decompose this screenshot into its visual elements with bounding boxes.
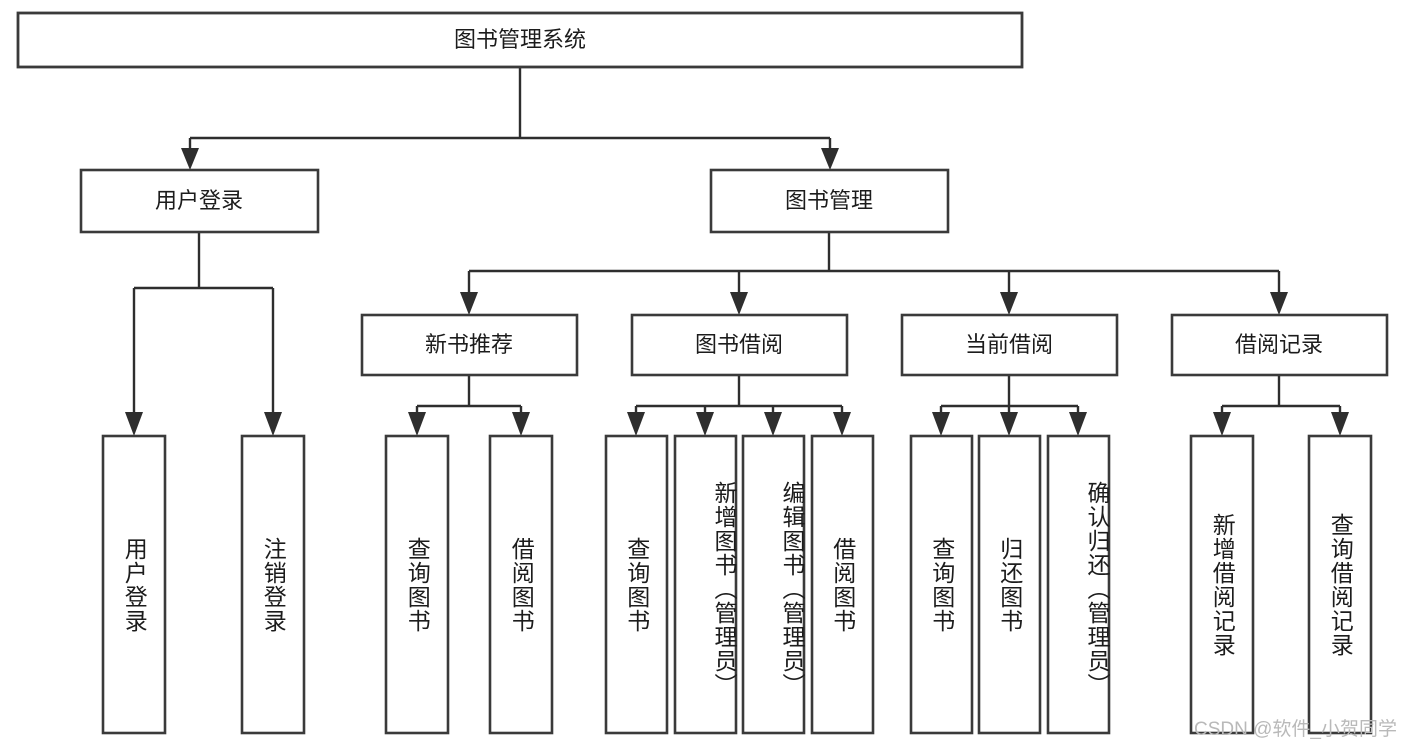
node-new-book-recommend[interactable] xyxy=(360,313,579,377)
node-user-login[interactable] xyxy=(79,168,320,234)
node-leaf-newbook-borrow[interactable] xyxy=(488,434,554,735)
arrow-head-bb-2 xyxy=(696,412,714,436)
node-current-borrow[interactable] xyxy=(900,313,1119,377)
node-leaf-currentborrow-query-label: 查询图书 xyxy=(928,536,955,633)
node-leaf-newbook-query-label: 查询图书 xyxy=(404,536,431,633)
node-leaf-bookborrow-borrow[interactable] xyxy=(810,434,875,735)
node-leaf-borrowrecord-query-label: 查询借阅记录 xyxy=(1327,512,1354,657)
node-leaf-borrowrecord-add-label: 新增借阅记录 xyxy=(1209,512,1236,657)
arrow-head-ul-1 xyxy=(125,412,143,436)
node-leaf-bookborrow-add[interactable] xyxy=(673,434,738,735)
node-leaf-currentborrow-confirm[interactable] xyxy=(1046,434,1111,735)
node-leaf-user-login-logout-label: 注销登录 xyxy=(260,536,287,633)
node-leaf-bookborrow-query-label: 查询图书 xyxy=(623,536,650,633)
arrow-head-ul-2 xyxy=(264,412,282,436)
connector-group-currentborrow-to-leaves xyxy=(932,375,1087,436)
node-leaf-currentborrow-query[interactable] xyxy=(909,434,974,735)
arrow-head-bb-3 xyxy=(764,412,782,436)
node-leaf-borrowrecord-query[interactable] xyxy=(1307,434,1373,735)
node-leaf-bookborrow-borrow-label: 借阅图书 xyxy=(829,536,856,633)
node-leaf-currentborrow-return-label: 归还图书 xyxy=(996,536,1023,633)
connector-group-borrowrecord-to-leaves xyxy=(1213,375,1349,436)
node-leaf-borrowrecord-add[interactable] xyxy=(1189,434,1255,735)
node-leaf-newbook-borrow-label: 借阅图书 xyxy=(508,536,535,633)
arrow-head-l3-2 xyxy=(730,292,748,315)
connector-group-bookmanage-to-level3 xyxy=(460,232,1288,315)
connector-group-root-to-level2 xyxy=(181,67,839,170)
connector-group-bookborrow-to-leaves xyxy=(627,375,851,436)
node-current-borrow-label: 当前借阅 xyxy=(965,332,1053,357)
arrow-head-user-login xyxy=(181,148,199,170)
node-leaf-user-login-login-label: 用户登录 xyxy=(121,536,148,633)
node-book-management-label: 图书管理 xyxy=(785,188,873,213)
arrow-head-br-2 xyxy=(1331,412,1349,436)
arrow-head-bb-1 xyxy=(627,412,645,436)
node-new-book-recommend-label: 新书推荐 xyxy=(425,332,513,357)
node-leaf-currentborrow-confirm-label: 确认归还（管理员） xyxy=(1084,480,1110,697)
node-borrow-record[interactable] xyxy=(1170,313,1389,377)
node-borrow-record-label: 借阅记录 xyxy=(1235,332,1323,357)
watermark-text: CSDN @软件_小贺同学 xyxy=(1194,719,1397,740)
arrow-head-cb-2 xyxy=(1000,412,1018,436)
arrow-head-l3-3 xyxy=(1000,292,1018,315)
arrow-head-l3-4 xyxy=(1270,292,1288,315)
arrow-head-cb-3 xyxy=(1069,412,1087,436)
node-book-management[interactable] xyxy=(709,168,950,234)
arrow-head-nb-2 xyxy=(512,412,530,436)
arrow-head-l3-1 xyxy=(460,292,478,315)
node-leaf-user-login-login[interactable] xyxy=(101,434,167,735)
arrow-head-book-manage xyxy=(821,148,839,170)
arrow-head-br-1 xyxy=(1213,412,1231,436)
node-leaf-bookborrow-query[interactable] xyxy=(604,434,669,735)
node-leaf-currentborrow-return[interactable] xyxy=(977,434,1042,735)
node-leaf-bookborrow-edit-label: 编辑图书（管理员） xyxy=(779,480,805,697)
arrow-head-nb-1 xyxy=(408,412,426,436)
node-leaf-user-login-logout[interactable] xyxy=(240,434,306,735)
node-book-borrow[interactable] xyxy=(630,313,849,377)
connector-group-newbook-to-leaves xyxy=(408,375,530,436)
arrow-head-bb-4 xyxy=(833,412,851,436)
arrow-head-cb-1 xyxy=(932,412,950,436)
node-leaf-bookborrow-edit[interactable] xyxy=(741,434,806,735)
node-root-book-management-system[interactable] xyxy=(16,11,1024,69)
node-book-borrow-label: 图书借阅 xyxy=(695,332,783,357)
node-leaf-bookborrow-add-label: 新增图书（管理员） xyxy=(711,480,737,697)
node-leaf-newbook-query[interactable] xyxy=(384,434,450,735)
node-user-login-label: 用户登录 xyxy=(155,188,243,213)
connector-group-userlogin-to-leaves xyxy=(125,232,282,436)
node-root-label: 图书管理系统 xyxy=(454,27,586,52)
